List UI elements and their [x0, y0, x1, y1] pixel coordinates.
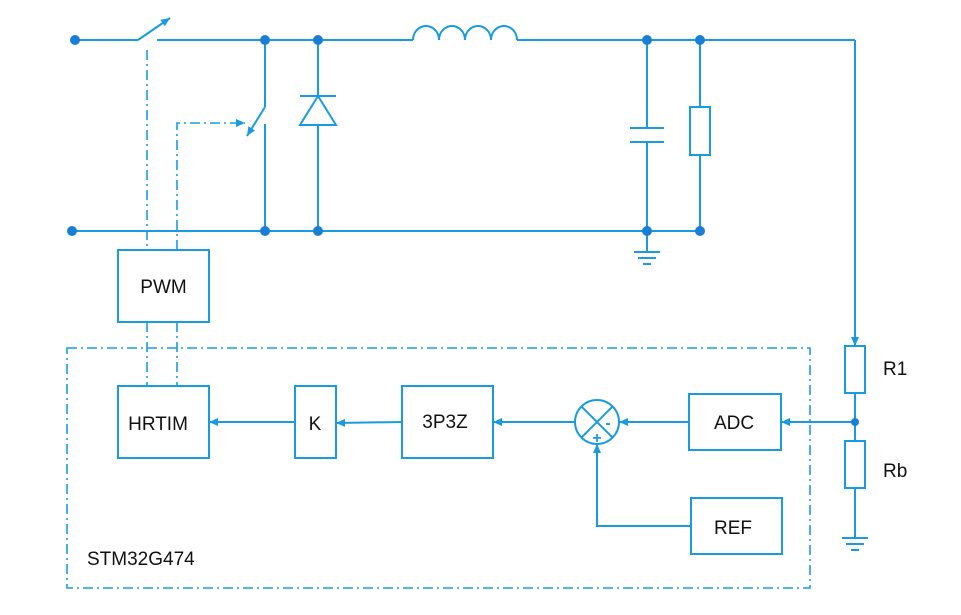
node-top-diode — [313, 35, 323, 45]
plus-sign: + — [592, 430, 601, 447]
capacitor — [630, 40, 664, 231]
signal-flow — [209, 418, 855, 527]
minus-sign: - — [605, 415, 610, 432]
hrtim-label: HRTIM — [128, 414, 188, 435]
mcu-boundary — [66, 347, 811, 589]
node-input-top — [70, 35, 80, 45]
node-top-cap — [642, 35, 652, 45]
node-bottom-cap — [642, 226, 652, 236]
node-divider — [851, 418, 859, 426]
node-input-bottom — [67, 226, 77, 236]
r1-resistor — [844, 345, 866, 394]
load-resistor — [689, 40, 711, 231]
ground-icon-divider — [842, 537, 868, 551]
adc-label: ADC — [714, 413, 754, 434]
r1-label: R1 — [883, 359, 907, 380]
hrtim-block — [117, 385, 210, 459]
k-label: K — [309, 414, 322, 435]
compensator-label: 3P3Z — [422, 412, 468, 433]
gate-drive-lines — [146, 50, 245, 386]
rb-label: Rb — [883, 461, 907, 482]
node-top-load — [695, 35, 705, 45]
node-top-switch — [260, 35, 270, 45]
chip-label: STM32G474 — [87, 549, 195, 570]
node-bottom-load — [695, 226, 705, 236]
pwm-block — [117, 249, 210, 323]
ref-label: REF — [714, 518, 752, 539]
node-bottom-switch — [260, 226, 270, 236]
node-bottom-diode — [313, 226, 323, 236]
rb-resistor — [844, 440, 866, 489]
diode — [298, 40, 338, 231]
ref-block — [690, 497, 783, 555]
summing-junction: - + — [574, 399, 620, 447]
voltage-divider — [842, 345, 868, 551]
main-switch — [137, 17, 171, 41]
sync-switch-blade — [246, 106, 266, 137]
pwm-label: PWM — [140, 277, 186, 298]
power-stage — [67, 17, 859, 346]
inductor — [412, 25, 518, 41]
